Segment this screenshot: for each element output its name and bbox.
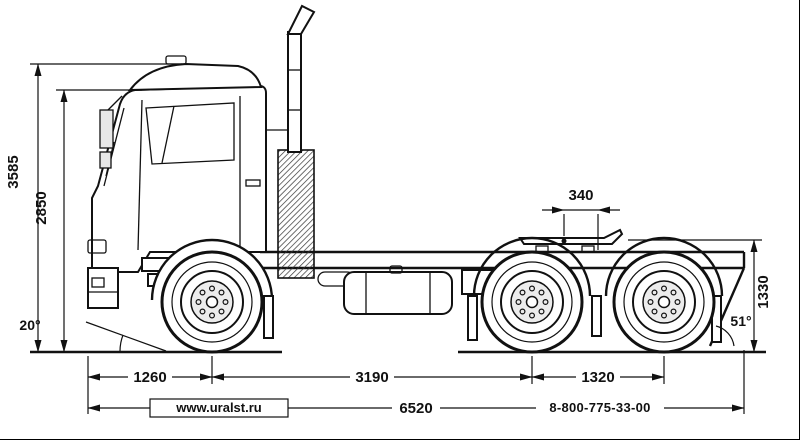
dim-front-overhang: 1260 xyxy=(87,369,213,386)
air-intake-box xyxy=(277,149,315,279)
roof-marker xyxy=(165,55,187,65)
fifth-wheel xyxy=(518,228,624,253)
dim-bogie-spacing: 1320 xyxy=(531,369,665,386)
overall-height-label: 3585 xyxy=(5,155,22,188)
front-overhang-label: 1260 xyxy=(133,369,166,386)
approach-angle-label: 20° xyxy=(19,317,40,333)
rear-fender-2 xyxy=(604,236,724,297)
door-window xyxy=(145,102,235,165)
front-mud-flap xyxy=(263,295,274,339)
departure-angle-label: 51° xyxy=(730,313,751,329)
dim-wheelbase: 3190 xyxy=(211,369,533,386)
wide-angle-mirror xyxy=(99,151,112,169)
dim-departure-angle: 51° xyxy=(715,313,752,347)
fifth-wheel-height-label: 1330 xyxy=(755,275,772,308)
overall-length-label: 6520 xyxy=(399,400,432,417)
mud-flap-1 xyxy=(467,295,478,341)
front-bumper xyxy=(87,267,119,309)
mud-flap-2 xyxy=(591,295,602,337)
rear-wheel-1 xyxy=(480,250,584,354)
dim-approach-angle: 20° xyxy=(19,317,167,352)
website-label: www.uralst.ru xyxy=(175,400,262,415)
cab-height-label: 2850 xyxy=(33,191,50,224)
roof-fairing xyxy=(127,62,263,92)
mirror xyxy=(99,109,114,149)
rear-fender-1 xyxy=(472,236,592,297)
kingpin-pivot xyxy=(561,238,567,244)
fifth-wheel-offset-label: 340 xyxy=(568,187,593,204)
wheelbase-label: 3190 xyxy=(355,369,388,386)
rear-wheel-2 xyxy=(612,250,716,354)
phone-label: 8-800-775-33-00 xyxy=(549,400,650,415)
fuel-tank xyxy=(343,265,453,315)
door-handle xyxy=(245,179,261,187)
cab xyxy=(87,55,267,287)
front-wheel xyxy=(160,250,264,354)
bogie-spacing-label: 1320 xyxy=(581,369,614,386)
dim-cab-height: 2850 xyxy=(33,89,142,353)
dim-fifth-wheel-height: 1330 xyxy=(628,239,772,353)
dim-overall-height: 3585 xyxy=(5,63,182,353)
fog-lamp xyxy=(91,277,105,288)
truck-drawing xyxy=(30,4,766,354)
headlight xyxy=(87,239,107,254)
website-box xyxy=(149,398,289,418)
fuel-cap xyxy=(389,265,403,274)
dim-fifth-wheel-offset: 340 xyxy=(542,187,620,250)
exhaust-stack xyxy=(266,4,316,153)
dim-overall-length: 6520 www.uralst.ru 8-800-775-33-00 xyxy=(87,398,745,418)
